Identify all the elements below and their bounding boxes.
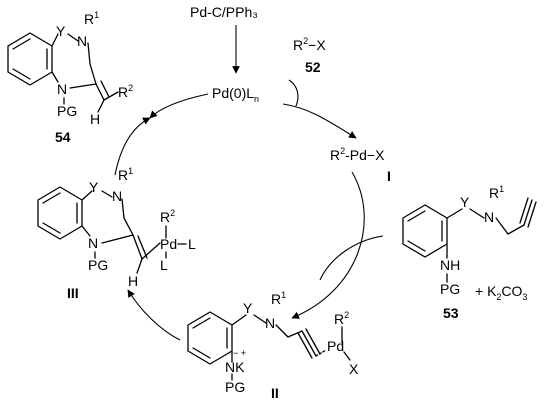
intermediate-I-id: I	[387, 168, 391, 184]
substrate-53-Y: Y	[460, 194, 470, 210]
intermediate-II-R1: R1	[271, 290, 286, 307]
intermediate-II-structure	[187, 311, 327, 381]
arrow-III-to-54	[114, 117, 151, 176]
substrate-53-N: N	[484, 209, 494, 225]
reagent-id-52: 52	[305, 59, 321, 75]
intermediate-III-structure	[37, 186, 161, 274]
catalyst-label: Pd-C/PPh₃	[190, 4, 258, 20]
intermediate-III-N1: N	[88, 235, 98, 251]
product-54-R1: R1	[84, 10, 99, 27]
base-k2co3: + K2CO3	[475, 283, 527, 302]
intermediate-III-Y: Y	[89, 179, 99, 195]
product-54-PG: PG	[57, 103, 77, 119]
intermediate-III-R2: R2	[160, 208, 175, 225]
intermediate-III-N2: N	[112, 188, 122, 204]
product-54-id: 54	[55, 129, 71, 145]
substrate-53-id: 53	[443, 305, 459, 321]
intermediate-III-PG: PG	[88, 257, 108, 273]
reagent-feed-curve	[288, 79, 299, 107]
substrate-feed-curve	[319, 235, 384, 281]
product-54-N1: N	[57, 81, 67, 97]
product-54-Y: Y	[56, 23, 66, 39]
arrow-II-to-III	[127, 289, 181, 341]
intermediate-II-R2: R2	[334, 310, 349, 327]
intermediate-II-id: II	[271, 385, 279, 401]
intermediate-III-id: III	[67, 285, 79, 301]
substrate-53-PG: PG	[440, 281, 460, 297]
intermediate-II-Pd: Pd	[327, 338, 344, 354]
intermediate-III-R1: R1	[118, 166, 133, 183]
product-54-N2: N	[77, 33, 87, 49]
substrate-53-R1: R1	[489, 184, 504, 201]
intermediate-I-formula: R2-Pd−X	[330, 146, 385, 163]
substrate-53-NH: NH	[440, 257, 460, 273]
intermediate-III-H: H	[128, 273, 138, 289]
product-54-H: H	[90, 111, 100, 127]
reagent-r2x: R2−X	[293, 36, 326, 53]
arrow-I-to-II	[291, 171, 365, 319]
intermediate-II-X: X	[349, 361, 359, 377]
intermediate-III-L2: L	[160, 257, 168, 273]
arrow-pd0-to-54	[149, 93, 209, 119]
substrate-53-structure	[402, 197, 537, 259]
intermediate-III-L1: L	[188, 236, 196, 252]
product-54-R2: R2	[118, 83, 133, 100]
intermediate-III-Pd: Pd	[160, 236, 177, 252]
pd0-label: Pd(0)Ln	[212, 85, 259, 104]
intermediate-II-pd-x-bond	[343, 351, 351, 361]
intermediate-II-N: N	[265, 315, 275, 331]
intermediate-II-NK: NK	[225, 359, 245, 375]
product-54-structure	[7, 32, 119, 113]
intermediate-II-PG: PG	[225, 379, 245, 395]
intermediate-II-charges: − +	[233, 348, 246, 358]
intermediate-II-Y: Y	[243, 300, 253, 316]
oxidative-addition-arrow	[282, 103, 357, 139]
